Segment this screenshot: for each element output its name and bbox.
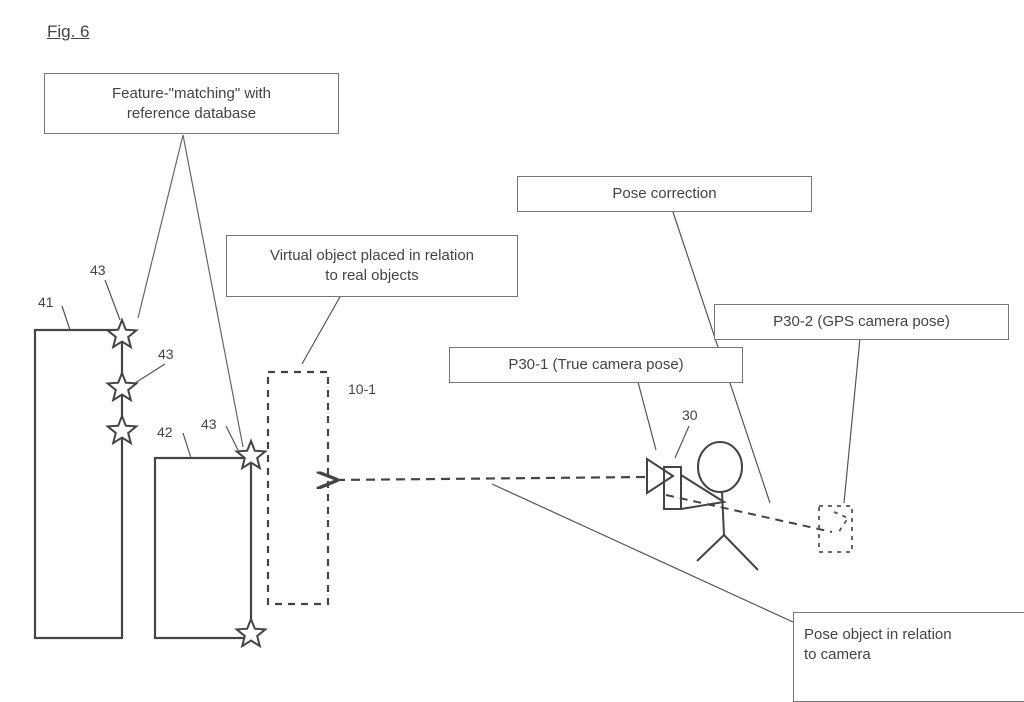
leader-43-c [225, 425, 239, 451]
virtual-object-10-1 [266, 370, 330, 606]
feature-star-1 [105, 317, 139, 350]
pose-correction-dashed [665, 494, 833, 533]
ref-43-b: 43 [158, 346, 174, 362]
building-41 [33, 328, 124, 640]
leader-feature-to-star-4 [182, 134, 244, 448]
gps-pose-text: P30-2 (GPS camera pose) [773, 313, 950, 330]
pose-object-line-1: Pose object in relation [804, 626, 952, 643]
leader-camera-30 [674, 425, 690, 459]
figure-title: Fig. 6 [47, 22, 90, 41]
leader-43-a [104, 279, 121, 321]
feature-star-5 [234, 616, 268, 649]
leader-virtual-object [301, 287, 346, 365]
pose-correction-box: Pose correction [517, 176, 812, 212]
building-42 [153, 456, 253, 640]
ref-30: 30 [682, 407, 698, 423]
camera-true-pose [646, 457, 727, 510]
leader-true-pose [637, 381, 657, 451]
feature-star-4 [234, 438, 268, 471]
leader-43-b [134, 363, 166, 384]
true-pose-text: P30-1 (True camera pose) [508, 356, 684, 373]
ref-41: 41 [38, 294, 54, 310]
true-pose-box: P30-1 (True camera pose) [449, 347, 743, 383]
ref-43-c: 43 [201, 416, 217, 432]
leader-42 [182, 432, 192, 459]
feature-matching-box: Feature-"matching" with reference databa… [44, 73, 339, 134]
virtual-object-line-2: to real objects [325, 267, 419, 284]
pose-object-box: Pose object in relation to camera [793, 612, 1024, 702]
ref-43-a: 43 [90, 262, 106, 278]
leader-pose-object [491, 483, 794, 623]
pose-object-line-2: to camera [804, 646, 871, 663]
stick-figure [696, 441, 759, 571]
leader-gps-pose [843, 337, 861, 504]
feature-star-3 [105, 413, 139, 446]
pose-arrow [334, 477, 646, 480]
virtual-object-line-1: Virtual object placed in relation [269, 247, 475, 264]
leader-feature-to-star-1 [137, 134, 184, 319]
pose-correction-text: Pose correction [612, 185, 717, 202]
ref-42: 42 [157, 424, 173, 440]
feature-matching-line-1: Feature-"matching" with [111, 84, 272, 102]
gps-pose-box: P30-2 (GPS camera pose) [714, 304, 1009, 340]
leader-41 [61, 305, 71, 331]
feature-matching-line-2: reference database [126, 104, 257, 122]
virtual-object-box: Virtual object placed in relation to rea… [226, 235, 518, 297]
camera-gps-pose [818, 505, 853, 553]
ref-10-1: 10-1 [348, 381, 377, 397]
feature-star-2 [105, 370, 139, 403]
